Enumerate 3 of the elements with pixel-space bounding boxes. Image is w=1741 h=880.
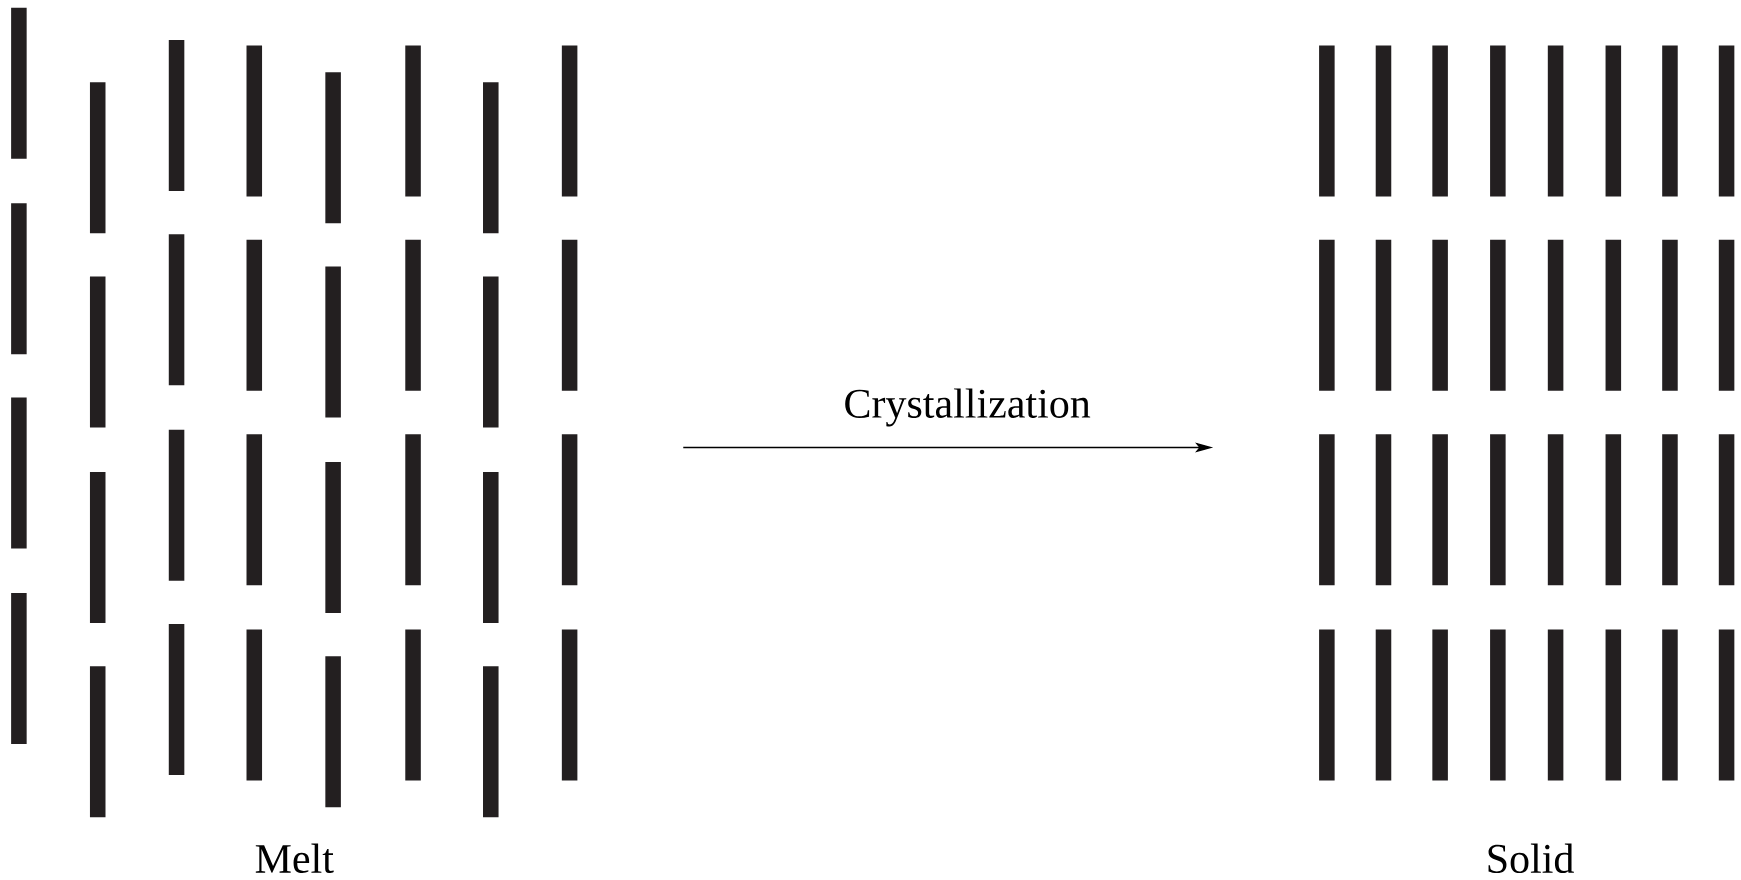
- edge-label: Crystallization: [841, 386, 1093, 429]
- caption-label: Melt: [255, 843, 334, 873]
- caption-label: Solid: [1488, 843, 1574, 873]
